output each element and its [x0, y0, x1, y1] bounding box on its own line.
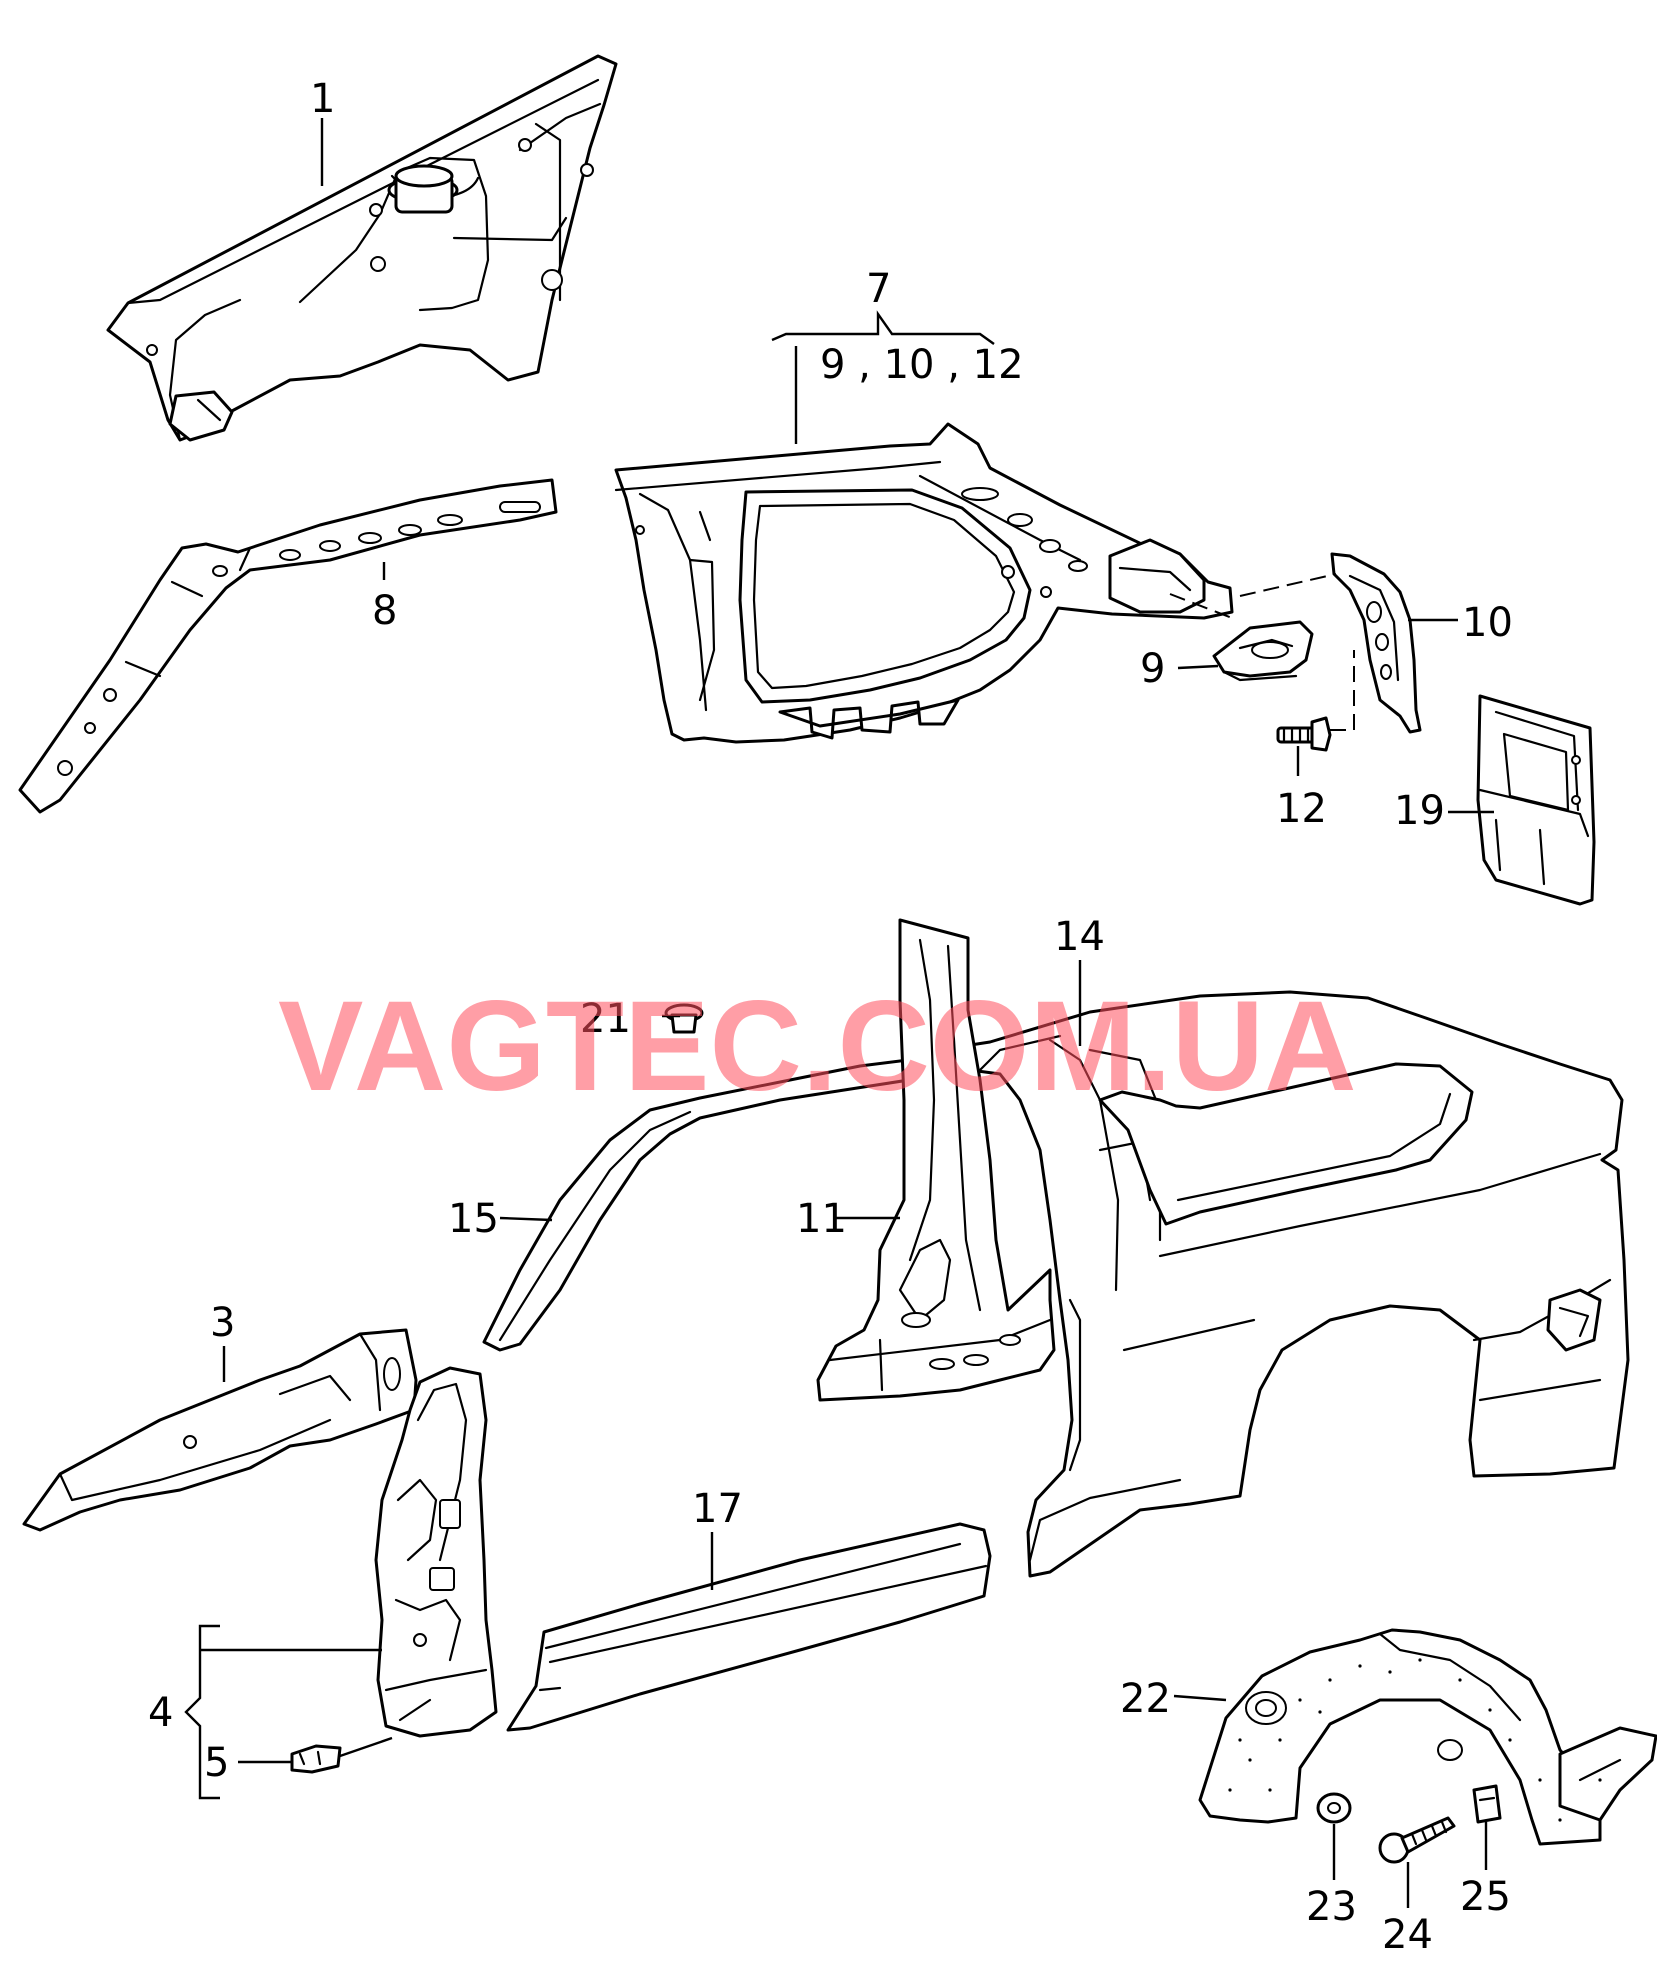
- callout-22: 22: [1120, 1676, 1171, 1722]
- group-label-main: 7: [866, 266, 891, 312]
- callout-24: 24: [1382, 1912, 1433, 1958]
- callout-3: 3: [210, 1300, 235, 1346]
- callout-9: 9: [1140, 646, 1165, 692]
- part-17-sill-panel[interactable]: [506, 1522, 992, 1732]
- callout-23: 23: [1306, 1884, 1357, 1930]
- callout-25: 25: [1460, 1874, 1511, 1920]
- part-19-repair-panel[interactable]: [1476, 694, 1596, 906]
- callout-12: 12: [1276, 786, 1327, 832]
- part-22-wheel-liner[interactable]: [1198, 1628, 1657, 1846]
- callout-4: 4: [148, 1690, 173, 1736]
- callout-1: 1: [310, 76, 335, 122]
- part-7-rear-side-panel-section[interactable]: [614, 422, 1234, 744]
- callout-17: 17: [692, 1486, 743, 1532]
- part-10-reinforcement[interactable]: [1330, 552, 1422, 734]
- part-4-a-pillar-lower[interactable]: [374, 1366, 498, 1738]
- part-12-bolt[interactable]: [1276, 716, 1332, 752]
- callout-19: 19: [1394, 788, 1445, 834]
- part-11-b-pillar[interactable]: [816, 918, 1056, 1402]
- callout-21: 21: [580, 996, 631, 1042]
- part-9-bracket[interactable]: [1212, 620, 1314, 682]
- callout-14: 14: [1054, 914, 1105, 960]
- callout-11: 11: [796, 1196, 847, 1242]
- callout-15: 15: [448, 1196, 499, 1242]
- callout-8: 8: [372, 588, 397, 634]
- part-23-nut[interactable]: [1316, 1792, 1352, 1824]
- watermark: VAGTEC.COM.UA: [278, 975, 1357, 1118]
- part-1-wheel-housing[interactable]: [106, 54, 618, 442]
- part-3-side-member[interactable]: [22, 1328, 418, 1532]
- part-25-clip[interactable]: [1472, 1784, 1502, 1824]
- part-14-side-panel[interactable]: [936, 990, 1630, 1578]
- part-24-screw[interactable]: [1378, 1816, 1456, 1864]
- callout-labels: 1 7 9 , 10 , 12 8 9 10 12 19 14 21 15 11…: [148, 76, 1513, 1958]
- part-5-clip[interactable]: [290, 1744, 342, 1774]
- callout-10: 10: [1462, 600, 1513, 646]
- callout-5: 5: [204, 1740, 229, 1786]
- group-label-sub: 9 , 10 , 12: [820, 342, 1024, 388]
- part-8-roof-rail[interactable]: [18, 478, 558, 814]
- leader-lines: [184, 118, 1494, 1908]
